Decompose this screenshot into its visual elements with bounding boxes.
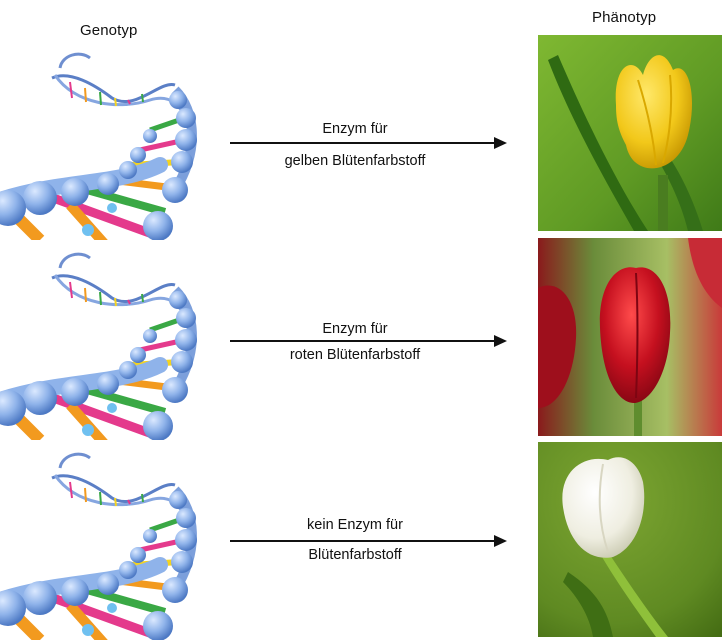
enzyme-label-line1: Enzym für (230, 318, 480, 340)
phenotype-heading: Phänotyp (592, 9, 656, 26)
enzyme-label-line1: kein Enzym für (230, 514, 480, 536)
arrowhead-icon (494, 335, 507, 347)
white-tulip-photo (538, 442, 722, 637)
enzyme-label-line2: gelben Blütenfarbstoff (230, 150, 480, 172)
arrow-right-icon (230, 142, 496, 144)
dna-helix-icon (0, 240, 215, 440)
yellow-tulip-photo (538, 35, 722, 231)
enzyme-label-line1: Enzym für (230, 118, 480, 140)
enzyme-label-line2: roten Blütenfarbstoff (230, 344, 480, 366)
arrow-yellow: Enzym für gelben Blütenfarbstoff (230, 40, 510, 240)
arrowhead-icon (494, 535, 507, 547)
arrowhead-icon (494, 137, 507, 149)
red-tulip-photo (538, 238, 722, 436)
arrow-right-icon (230, 540, 496, 542)
enzyme-label-line2: Blütenfarbstoff (230, 544, 480, 566)
arrow-right-icon (230, 340, 496, 342)
row-red: Enzym für roten Blütenfarbstoff (0, 240, 724, 440)
arrow-red: Enzym für roten Blütenfarbstoff (230, 240, 510, 440)
genotype-heading: Genotyp (80, 22, 137, 39)
row-white: kein Enzym für Blütenfarbstoff (0, 440, 724, 640)
row-yellow: Enzym für gelben Blütenfarbstoff (0, 40, 724, 240)
dna-helix-icon (0, 40, 215, 240)
dna-helix-icon (0, 440, 215, 640)
arrow-white: kein Enzym für Blütenfarbstoff (230, 440, 510, 640)
